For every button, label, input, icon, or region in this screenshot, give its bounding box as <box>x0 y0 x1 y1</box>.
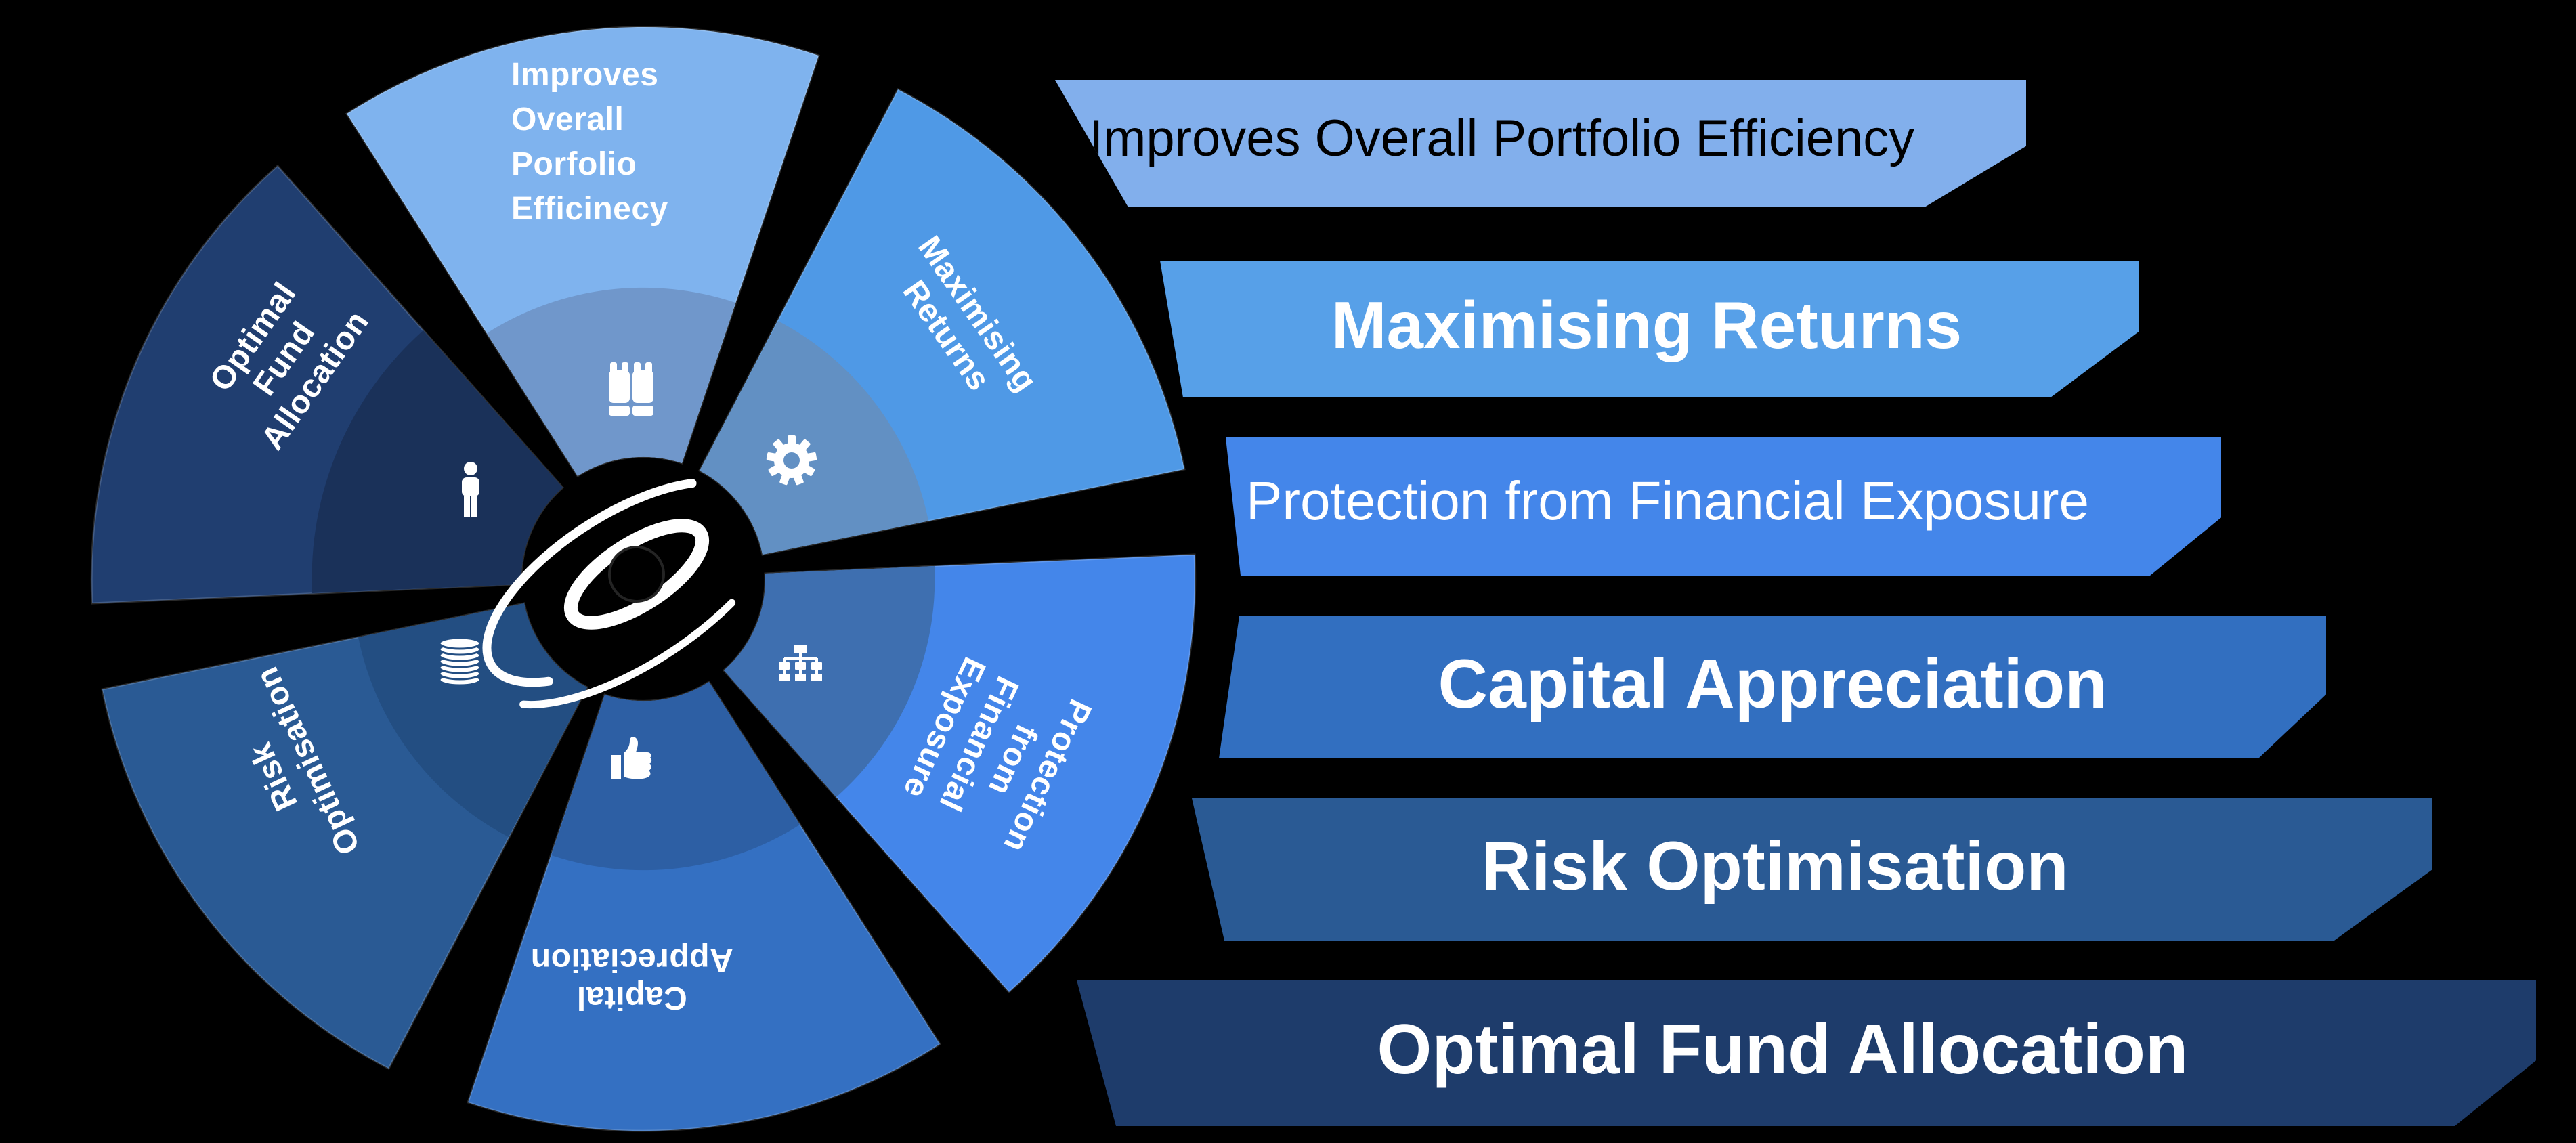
org-chart-icon <box>779 645 822 681</box>
wheel-segment-maximising-inner <box>700 321 928 555</box>
benefits-wheel <box>90 26 1197 1132</box>
banner-label: Maximising Returns <box>1331 287 1962 362</box>
banner-optimal-fund-allocation: Optimal Fund Allocation <box>1077 980 2536 1126</box>
banner-label: Optimal Fund Allocation <box>1377 1010 2189 1089</box>
wheel-segment-optimal-inner <box>312 330 563 593</box>
banner-label: Improves Overall Portfolio Efficiency <box>1089 109 1915 167</box>
galaxy-logo <box>482 479 736 709</box>
banner-label: Capital Appreciation <box>1438 645 2107 723</box>
coins-icon <box>438 637 481 687</box>
banner-capital-appreciation: Capital Appreciation <box>1219 616 2326 758</box>
banner-risk-optimisation: Risk Optimisation <box>1192 798 2432 941</box>
banner-label: Protection from Financial Exposure <box>1246 471 2089 531</box>
wheel-segment-protection-inner <box>724 566 935 797</box>
thumbs-up-icon <box>611 737 652 779</box>
banner-improves-overall-portfolio-efficiency: Improves Overall Portfolio Efficiency <box>1055 80 2026 207</box>
person-icon <box>462 462 479 517</box>
wheel-segment-capital-inner <box>551 682 800 871</box>
wheel-label-improves: Improves Overall Porfolio Efficinecy <box>511 57 668 227</box>
gear-icon <box>766 435 817 486</box>
life-vests-icon <box>609 362 653 416</box>
banner-maximising-returns: Maximising Returns <box>1155 261 2139 397</box>
banner-protection-from-financial-exposure: Protection from Financial Exposure <box>1226 437 2221 576</box>
banner-label: Risk Optimisation <box>1481 827 2069 905</box>
wheel-segment-risk-inner <box>358 603 587 837</box>
wheel-label-capital: Capital Appreciation <box>530 942 733 1016</box>
